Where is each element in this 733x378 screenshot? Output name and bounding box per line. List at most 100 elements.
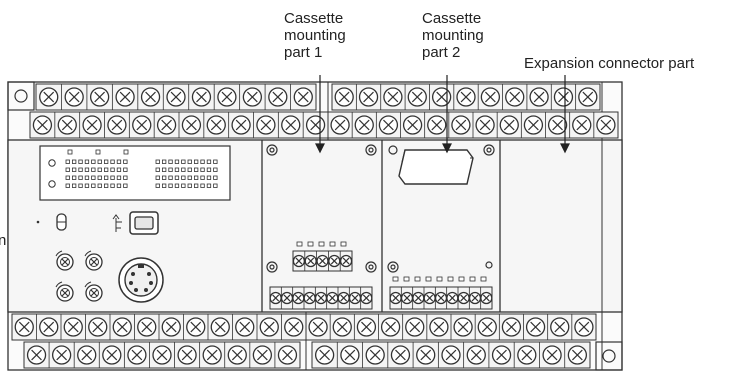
screw-terminal-icon bbox=[316, 254, 329, 268]
screw-terminal-icon bbox=[380, 317, 401, 337]
screw-terminal-icon bbox=[303, 291, 316, 305]
screw-terminal-icon bbox=[505, 87, 525, 107]
callout-text: Expansion connector part bbox=[524, 55, 695, 72]
screw-terminal-icon bbox=[137, 317, 157, 337]
screw-terminal-icon bbox=[550, 317, 570, 337]
screw-terminal-icon bbox=[348, 291, 362, 305]
screw-terminal-icon bbox=[314, 291, 328, 305]
callout-cassette-part-2: Cassette mounting part 2 bbox=[422, 10, 484, 61]
rotary-switches[interactable] bbox=[55, 250, 103, 302]
screw-terminal-icon bbox=[166, 87, 186, 107]
screw-terminal-icon bbox=[256, 115, 276, 135]
mini-din-port-icon[interactable] bbox=[118, 257, 164, 303]
screw-terminal-icon bbox=[206, 115, 226, 135]
screw-terminal-icon bbox=[89, 87, 110, 107]
screw-terminal-icon bbox=[499, 115, 519, 135]
screw-terminal-icon bbox=[456, 87, 476, 107]
screw-terminal-icon bbox=[280, 291, 294, 305]
screw-terminal-icon bbox=[292, 291, 305, 305]
cassette-slot-1 bbox=[266, 144, 377, 273]
screw-terminal-icon bbox=[427, 115, 447, 135]
screw-terminal-icon bbox=[407, 87, 427, 107]
screw-terminal-icon bbox=[446, 291, 459, 305]
rotary-knob[interactable] bbox=[55, 250, 74, 271]
screw-terminal-icon bbox=[572, 115, 592, 135]
terminal-strips bbox=[11, 83, 619, 369]
screw-terminal-icon bbox=[112, 317, 132, 337]
rotary-knob[interactable] bbox=[84, 250, 103, 271]
screw-terminal-icon bbox=[523, 115, 544, 135]
callout-line: part 1 bbox=[284, 44, 323, 61]
screw-terminal-icon bbox=[356, 317, 377, 337]
led-indicator-icon bbox=[65, 149, 218, 188]
callout-line: part 2 bbox=[422, 44, 461, 61]
screw-terminal-icon bbox=[429, 317, 449, 337]
callout-line: Cassette bbox=[422, 10, 482, 27]
screw-terminal-icon bbox=[132, 115, 152, 135]
screw-terminal-icon bbox=[156, 115, 177, 135]
edge-fragment-text: n bbox=[0, 232, 6, 249]
screw-terminal-icon bbox=[227, 345, 247, 365]
screw-terminal-icon bbox=[191, 87, 212, 107]
screw-terminal-icon bbox=[235, 317, 255, 337]
screw-terminal-icon bbox=[390, 345, 411, 365]
screw-terminal-icon bbox=[480, 87, 501, 107]
screw-terminal-icon bbox=[402, 115, 423, 135]
screw-terminal-icon bbox=[383, 87, 403, 107]
screw-terminal-icon bbox=[491, 345, 512, 365]
screw-terminal-icon bbox=[259, 317, 279, 337]
usb-b-port-icon[interactable] bbox=[112, 211, 159, 235]
callout-line: mounting bbox=[284, 27, 346, 44]
screw-terminal-icon bbox=[360, 291, 373, 305]
screw-terminal-icon bbox=[314, 345, 335, 365]
callout-expansion-connector: Expansion connector part bbox=[524, 55, 694, 72]
screw-terminal-icon bbox=[107, 115, 127, 135]
screw-terminal-icon bbox=[14, 317, 34, 337]
screw-terminal-icon bbox=[102, 345, 122, 365]
screw-terminal-icon bbox=[334, 87, 354, 107]
callout-line: Cassette bbox=[284, 10, 344, 27]
callout-line: mounting bbox=[422, 27, 484, 44]
screw-terminal-icon bbox=[328, 254, 341, 268]
screw-terminal-icon bbox=[177, 345, 197, 365]
screw-terminal-icon bbox=[378, 115, 399, 135]
screw-terminal-icon bbox=[305, 115, 326, 135]
screw-terminal-icon bbox=[468, 291, 482, 305]
screw-terminal-icon bbox=[82, 115, 102, 135]
screw-terminal-icon bbox=[405, 317, 425, 337]
screw-terminal-icon bbox=[77, 345, 97, 365]
screw-terminal-icon bbox=[553, 87, 574, 107]
screw-terminal-icon bbox=[480, 291, 493, 305]
edge-fragment: n bbox=[0, 232, 7, 249]
screw-terminal-icon bbox=[596, 115, 616, 135]
mode-switch[interactable] bbox=[56, 213, 67, 231]
screw-terminal-icon bbox=[281, 115, 301, 135]
screw-terminal-icon bbox=[542, 345, 562, 365]
screw-terminal-icon bbox=[423, 291, 436, 305]
rotary-knob[interactable] bbox=[55, 281, 74, 302]
screw-terminal-icon bbox=[186, 317, 206, 337]
screw-terminal-icon bbox=[501, 317, 522, 337]
cassette-slot-2 bbox=[387, 144, 495, 273]
screw-terminal-icon bbox=[88, 317, 108, 337]
corner-mount-top-left bbox=[7, 81, 35, 111]
screw-terminal-icon bbox=[202, 345, 222, 365]
screw-terminal-icon bbox=[337, 291, 350, 305]
dot-marker bbox=[36, 220, 40, 224]
screw-terminal-icon bbox=[252, 345, 273, 365]
screw-terminal-icon bbox=[217, 87, 237, 107]
screw-terminal-icon bbox=[416, 345, 436, 365]
rotary-knob[interactable] bbox=[84, 281, 103, 302]
screw-terminal-icon bbox=[304, 254, 317, 268]
screw-terminal-icon bbox=[365, 345, 385, 365]
screw-terminal-icon bbox=[115, 87, 135, 107]
screw-terminal-icon bbox=[277, 345, 298, 365]
screw-terminal-icon bbox=[457, 291, 470, 305]
screw-terminal-icon bbox=[308, 317, 328, 337]
screw-terminal-icon bbox=[26, 345, 47, 365]
screw-terminal-icon bbox=[412, 291, 425, 305]
screw-terminal-icon bbox=[57, 115, 77, 135]
cassette-2-terminal-block bbox=[389, 276, 493, 310]
screw-terminal-icon bbox=[453, 317, 473, 337]
corner-mount-bottom-right bbox=[595, 341, 623, 371]
